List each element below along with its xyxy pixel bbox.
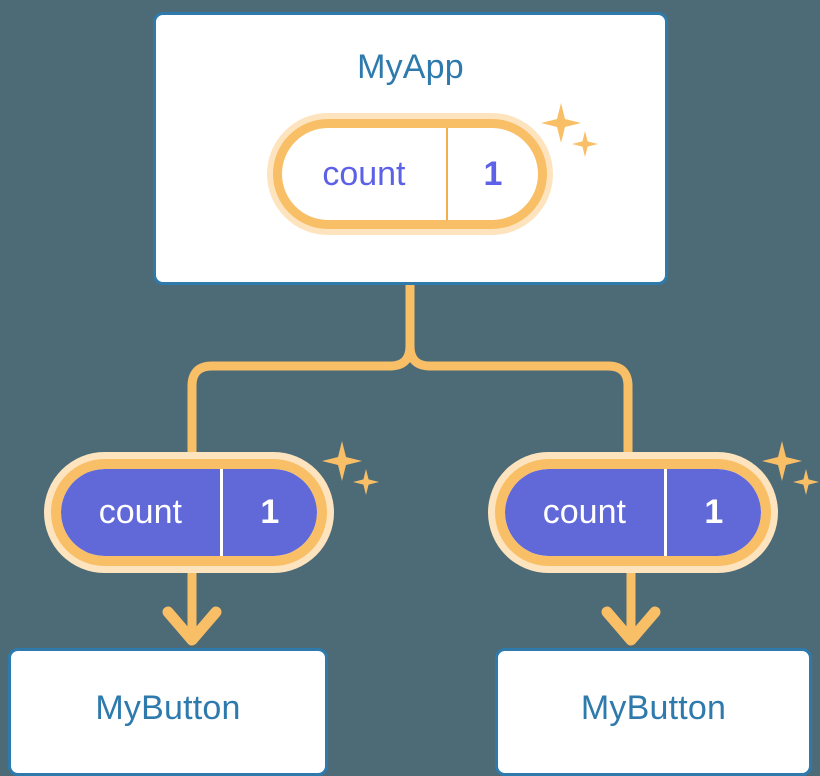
state-value-label: 1 bbox=[219, 469, 317, 556]
state-pill-ring: count 1 bbox=[51, 459, 327, 566]
state-pill-ring: count 1 bbox=[273, 119, 547, 229]
state-value-label: 1 bbox=[445, 128, 538, 220]
state-pill-myapp[interactable]: count 1 bbox=[267, 113, 553, 235]
state-pill-body: count 1 bbox=[61, 469, 317, 556]
component-card-mybutton-right[interactable]: MyButton bbox=[495, 648, 812, 776]
component-title: MyButton bbox=[95, 689, 241, 727]
state-pill-right[interactable]: count 1 bbox=[488, 452, 778, 573]
state-pill-body: count 1 bbox=[505, 469, 761, 556]
sparkle-large-icon bbox=[322, 441, 362, 481]
component-title: MyButton bbox=[580, 689, 727, 727]
state-pill-left[interactable]: count 1 bbox=[44, 452, 334, 573]
page-title: MyApp bbox=[357, 48, 464, 86]
sparkle-small-icon bbox=[353, 469, 379, 495]
sparkle-small-icon bbox=[793, 469, 819, 495]
arrow-down-icon-right-head bbox=[601, 606, 661, 646]
sparkle-large-icon bbox=[762, 441, 802, 481]
state-value-label: 1 bbox=[663, 469, 761, 556]
state-pill-ring: count 1 bbox=[495, 459, 771, 566]
state-key-label: count bbox=[98, 493, 182, 531]
tree-connector-right bbox=[405, 281, 633, 457]
state-key-label: count bbox=[542, 493, 626, 531]
state-pill-body: count 1 bbox=[282, 128, 538, 220]
state-key-label: count bbox=[322, 154, 406, 193]
arrow-down-icon-left-head bbox=[162, 606, 222, 646]
tree-connector bbox=[187, 281, 415, 457]
component-card-mybutton-left[interactable]: MyButton bbox=[8, 648, 328, 776]
